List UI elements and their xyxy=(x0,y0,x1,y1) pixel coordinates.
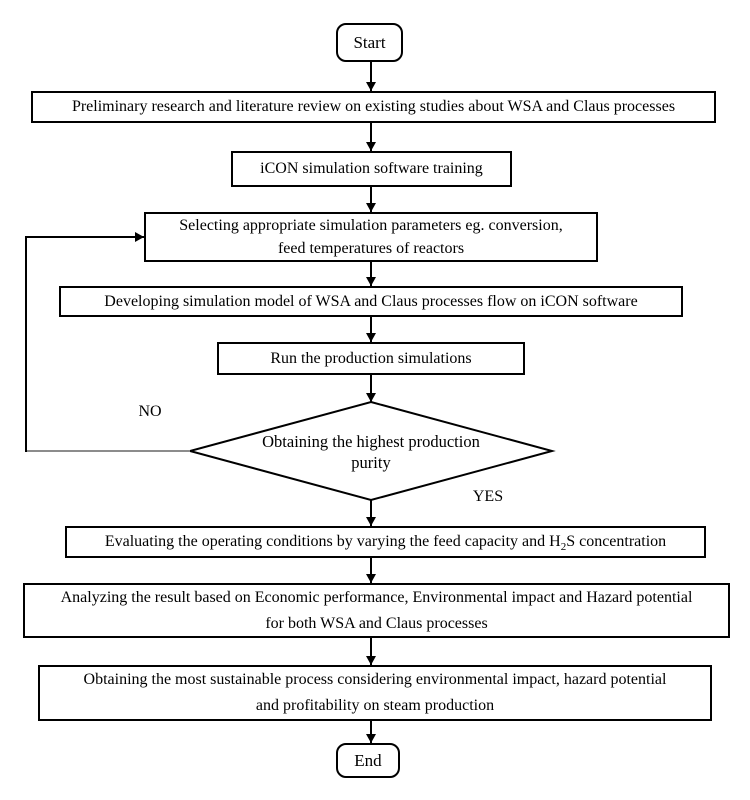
process-selecting-parameters: Selecting appropriate simulation paramet… xyxy=(144,212,598,262)
process-label-line2: for both WSA and Claus processes xyxy=(265,614,488,632)
process-label: Developing simulation model of WSA and C… xyxy=(104,292,638,310)
process-label-line1: Selecting appropriate simulation paramet… xyxy=(179,217,563,234)
decision-label-line1: Obtaining the highest xyxy=(262,432,405,451)
process-icon-training: iCON simulation software training xyxy=(231,151,512,187)
process-analyzing-results: Analyzing the result based on Economic p… xyxy=(23,583,730,638)
process-obtaining-sustainable: Obtaining the most sustainable process c… xyxy=(38,665,712,721)
start-label: Start xyxy=(353,32,386,52)
process-label-line1: Obtaining the most sustainable process c… xyxy=(83,671,667,688)
decision-label-line2: production purity xyxy=(351,432,480,472)
evaluating-text-pre: Evaluating the operating conditions by v… xyxy=(104,533,561,550)
process-label: Evaluating the operating conditions by v… xyxy=(104,532,667,554)
process-label: Preliminary research and literature revi… xyxy=(71,98,676,115)
process-run-simulations: Run the production simulations xyxy=(217,342,525,375)
decision-highest-purity: Obtaining the highest production purity xyxy=(261,431,481,473)
end-node: End xyxy=(336,743,400,778)
branch-label-yes: YES xyxy=(472,488,504,505)
end-label: End xyxy=(354,750,382,770)
process-label-line2: and profitability on steam production xyxy=(255,697,495,714)
evaluating-subscript: 2 xyxy=(560,541,567,554)
process-developing-model: Developing simulation model of WSA and C… xyxy=(59,286,683,317)
process-label: iCON simulation software training xyxy=(260,160,483,177)
evaluating-text-post: S concentration xyxy=(566,533,667,550)
process-evaluating-conditions: Evaluating the operating conditions by v… xyxy=(65,526,706,558)
start-node: Start xyxy=(336,23,403,62)
process-preliminary-research: Preliminary research and literature revi… xyxy=(31,91,716,123)
process-label-line2: feed temperatures of reactors xyxy=(277,240,465,257)
process-label: Run the production simulations xyxy=(270,349,472,367)
branch-label-no: NO xyxy=(138,403,162,420)
process-label-line1: Analyzing the result based on Economic p… xyxy=(60,588,693,606)
